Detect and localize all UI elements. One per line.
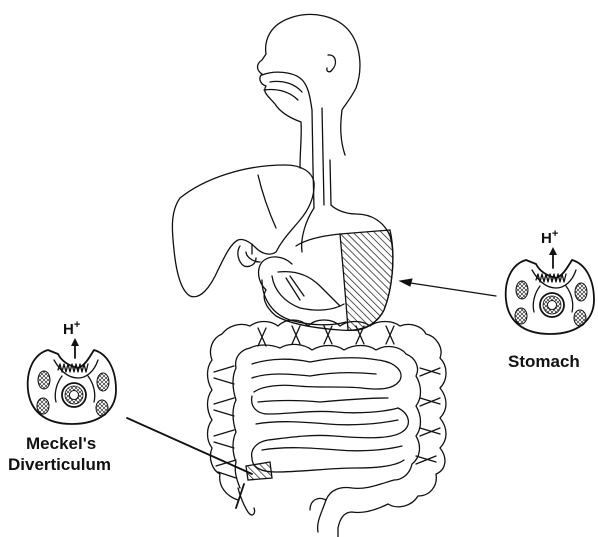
stomach-label: Stomach [508,352,580,371]
stomach-fundus-shaded [340,230,393,330]
proton-arrow-up-icon [71,338,79,358]
meckel-label-line2: Diverticulum [8,455,111,474]
proton-arrow-up-icon [549,247,557,268]
meckel-parietal-cell: H+ [28,319,116,424]
esophagus [313,160,331,208]
svg-text:H+: H+ [63,319,80,338]
meckel-label-line1: Meckel's [26,434,96,453]
liver [172,165,314,297]
stomach-pointer-arrow [400,279,496,296]
duodenum-and-pancreas [238,244,346,325]
svg-text:H+: H+ [541,228,558,247]
large-intestine [208,320,447,537]
meckel-pointer-line [127,418,252,508]
stomach [264,205,393,330]
stomach-parietal-cell: H+ [506,228,594,334]
meckel-diverticulum-shaded [246,462,272,480]
small-intestine [246,358,408,480]
